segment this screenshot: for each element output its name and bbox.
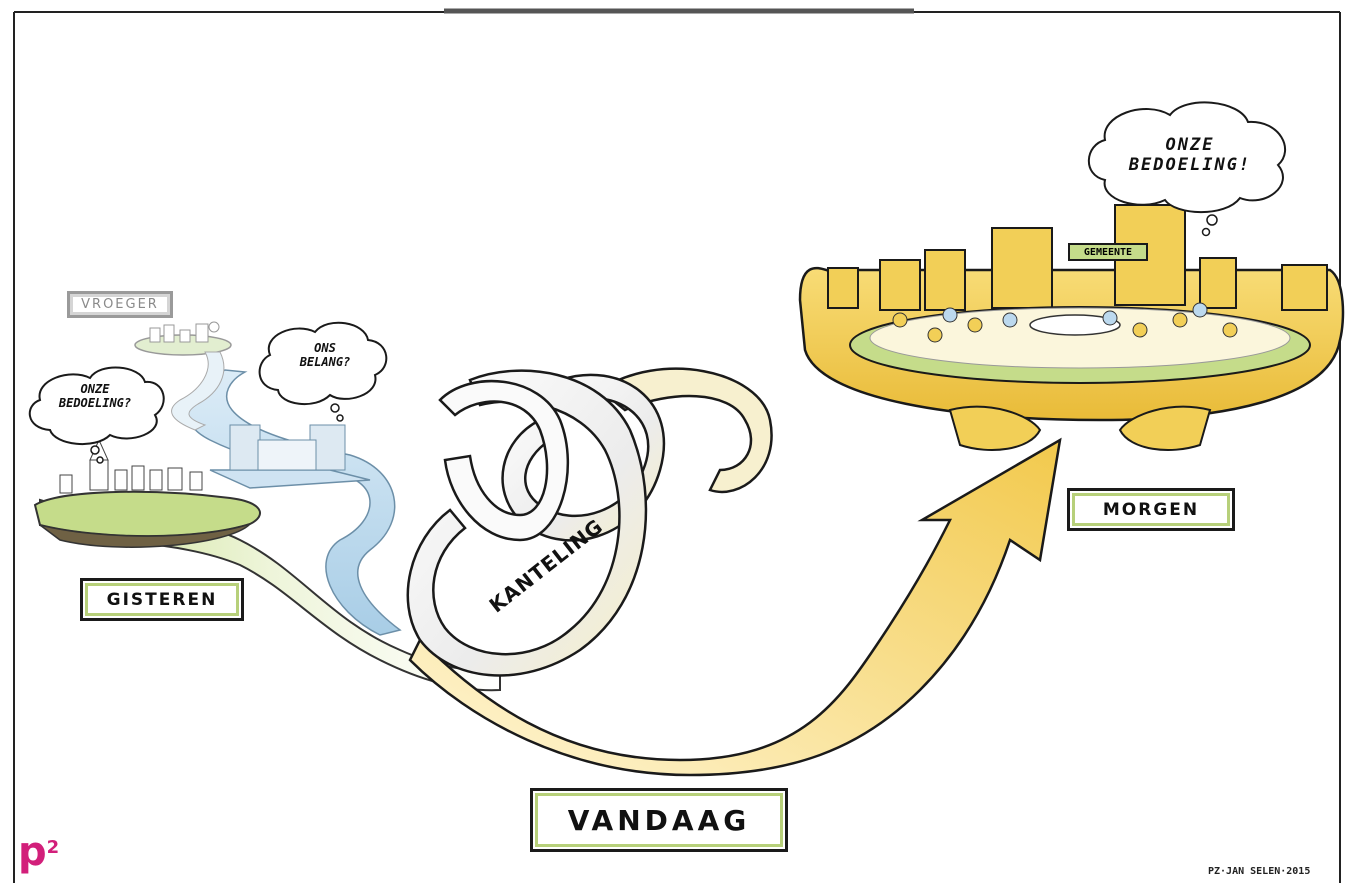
page-border [13, 8, 1341, 883]
logo-superscript: 2 [46, 837, 60, 858]
gisteren-island [33, 438, 261, 548]
gemeente-sign: GEMEENTE [1068, 243, 1148, 261]
artist-credit: PZ·JAN SELEN·2015 [1208, 866, 1311, 877]
cloud-left [28, 366, 165, 464]
cloud-left-text: ONZE BEDOELING? [36, 382, 154, 411]
kanteling-ribbon [406, 367, 773, 677]
cloud-left-line1: ONZE [80, 382, 110, 396]
morgen-label: MORGEN [1067, 488, 1235, 531]
cloud-right [1087, 101, 1287, 237]
vandaag-label: VANDAAG [530, 788, 788, 852]
cloud-left-line2: BEDOELING? [58, 395, 132, 410]
cloud-middle [258, 321, 388, 422]
gisteren-label: GISTEREN [80, 578, 244, 621]
belang-platform [209, 424, 371, 489]
future-arrow [408, 437, 1062, 777]
cloud-middle-line2: BELANG? [299, 354, 351, 369]
vroeger-island [134, 321, 232, 356]
cloud-right-line1: ONZE [1165, 135, 1215, 155]
vroeger-path [171, 351, 225, 431]
cloud-middle-line1: ONS [314, 341, 336, 355]
cloud-right-text: ONZE BEDOELING! [1105, 135, 1275, 175]
vroeger-label: VROEGER [67, 291, 173, 318]
cloud-middle-text: ONS BELANG? [270, 341, 380, 370]
cloud-right-line2: BEDOELING! [1128, 154, 1252, 175]
p2-logo: p2 [18, 832, 59, 872]
morgen-bowl [798, 204, 1345, 451]
logo-letter: p [18, 829, 47, 875]
